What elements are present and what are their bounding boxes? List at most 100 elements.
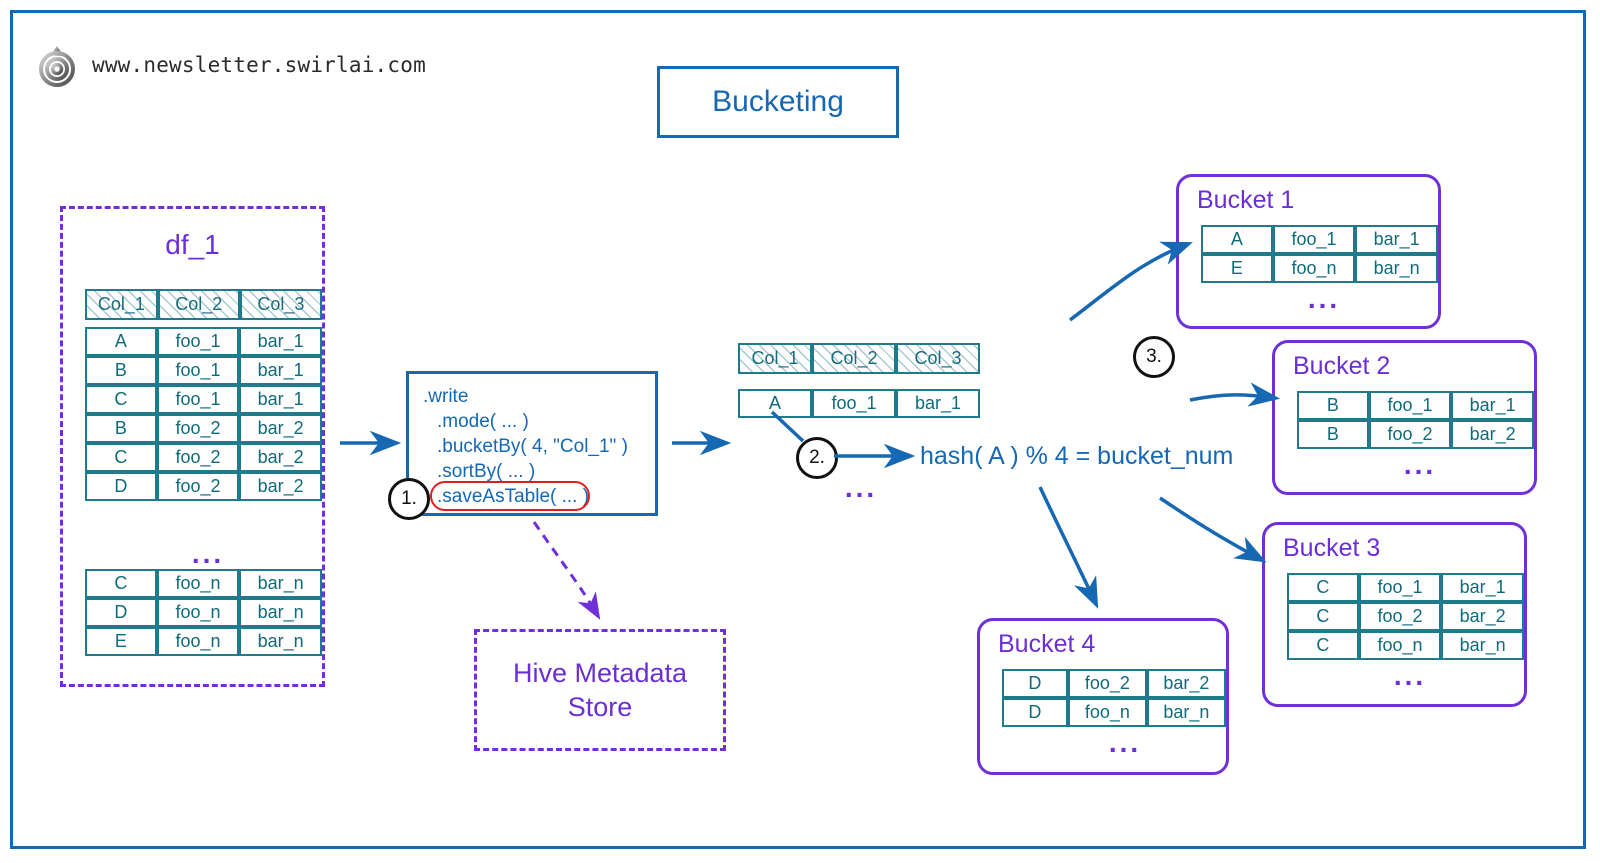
cell: foo_n bbox=[156, 627, 240, 656]
cell: C bbox=[1287, 602, 1359, 631]
cell: bar_2 bbox=[1441, 602, 1524, 631]
code-line: .write bbox=[423, 386, 469, 407]
dataframe-ellipsis: ... bbox=[191, 538, 225, 569]
brand-header: www.newsletter.swirlai.com bbox=[36, 42, 426, 88]
cell: B bbox=[85, 356, 157, 385]
column-header: Col_2 bbox=[157, 289, 240, 320]
code-snippet-box: .write .mode( ... ) .bucketBy( 4, "Col_1… bbox=[406, 371, 658, 516]
cell: foo_1 bbox=[812, 389, 896, 418]
cell: E bbox=[1201, 254, 1273, 283]
cell: bar_1 bbox=[239, 385, 322, 414]
cell: C bbox=[1287, 573, 1359, 602]
cell: B bbox=[85, 414, 157, 443]
cell: foo_1 bbox=[156, 327, 240, 356]
cell: D bbox=[1002, 669, 1068, 698]
column-header: Col_1 bbox=[738, 343, 812, 374]
cell: foo_2 bbox=[156, 472, 240, 501]
cell: foo_n bbox=[156, 569, 240, 598]
bucket-4-label: Bucket 4 bbox=[998, 630, 1096, 658]
table-row: A foo_1 bar_1 bbox=[738, 389, 980, 418]
cell: bar_2 bbox=[239, 443, 322, 472]
table-header-row: Col_1 Col_2 Col_3 bbox=[738, 343, 980, 374]
cell: foo_2 bbox=[1067, 669, 1147, 698]
cell: foo_n bbox=[1358, 631, 1442, 660]
column-header: Col_3 bbox=[239, 289, 322, 320]
code-line: .bucketBy( 4, "Col_1" ) bbox=[437, 436, 628, 457]
cell: bar_n bbox=[239, 627, 322, 656]
cell: bar_n bbox=[1441, 631, 1524, 660]
column-header: Col_3 bbox=[896, 343, 980, 374]
cell: A bbox=[85, 327, 157, 356]
middle-data-row-table: A foo_1 bar_1 bbox=[738, 389, 980, 418]
cell: bar_1 bbox=[1355, 225, 1438, 254]
cell: foo_n bbox=[1272, 254, 1356, 283]
cell: bar_n bbox=[1146, 698, 1226, 727]
cell: foo_1 bbox=[1368, 391, 1452, 420]
cell: foo_2 bbox=[1358, 602, 1442, 631]
cell: B bbox=[1297, 391, 1369, 420]
cell: foo_1 bbox=[156, 356, 240, 385]
cell: foo_2 bbox=[156, 443, 240, 472]
cell: foo_1 bbox=[1272, 225, 1356, 254]
cell: A bbox=[1201, 225, 1273, 254]
cell: E bbox=[85, 627, 157, 656]
bucket-1-ellipsis: ... bbox=[1307, 283, 1341, 314]
cell: B bbox=[1297, 420, 1369, 449]
cell-key: A bbox=[738, 389, 812, 418]
bucket-3-ellipsis: ... bbox=[1393, 660, 1427, 691]
code-line: .mode( ... ) bbox=[437, 411, 529, 432]
cell: foo_n bbox=[1067, 698, 1147, 727]
code-line-save-as-table: .saveAsTable( ... ) bbox=[437, 486, 590, 507]
cell: foo_1 bbox=[1358, 573, 1442, 602]
cell: bar_n bbox=[1355, 254, 1438, 283]
cell: C bbox=[85, 569, 157, 598]
code-line: .sortBy( ... ) bbox=[437, 461, 536, 482]
page-title-box: Bucketing bbox=[657, 66, 899, 138]
step-marker-2: 2. bbox=[796, 437, 838, 479]
cell: foo_n bbox=[156, 598, 240, 627]
cell: D bbox=[85, 598, 157, 627]
cell: bar_2 bbox=[239, 472, 322, 501]
cell: D bbox=[85, 472, 157, 501]
column-header: Col_2 bbox=[812, 343, 896, 374]
bucket-1-label: Bucket 1 bbox=[1197, 186, 1295, 214]
page-title: Bucketing bbox=[712, 85, 844, 118]
cell: foo_1 bbox=[156, 385, 240, 414]
cell: bar_2 bbox=[239, 414, 322, 443]
bucket-2-ellipsis: ... bbox=[1403, 449, 1437, 480]
bucket-3-label: Bucket 3 bbox=[1283, 534, 1381, 562]
cell: bar_1 bbox=[1441, 573, 1524, 602]
column-header: Col_1 bbox=[85, 289, 158, 320]
cell: bar_n bbox=[239, 569, 322, 598]
cell: bar_2 bbox=[1451, 420, 1534, 449]
bucket-4-ellipsis: ... bbox=[1108, 727, 1142, 758]
cell: C bbox=[85, 443, 157, 472]
hive-label-line1: Hive Metadata bbox=[512, 658, 688, 688]
brand-url: www.newsletter.swirlai.com bbox=[92, 53, 426, 77]
cell: bar_1 bbox=[239, 327, 322, 356]
cell: bar_1 bbox=[896, 389, 980, 418]
cell: foo_2 bbox=[1368, 420, 1452, 449]
hive-metadata-store-box: Hive Metadata Store bbox=[474, 629, 726, 751]
